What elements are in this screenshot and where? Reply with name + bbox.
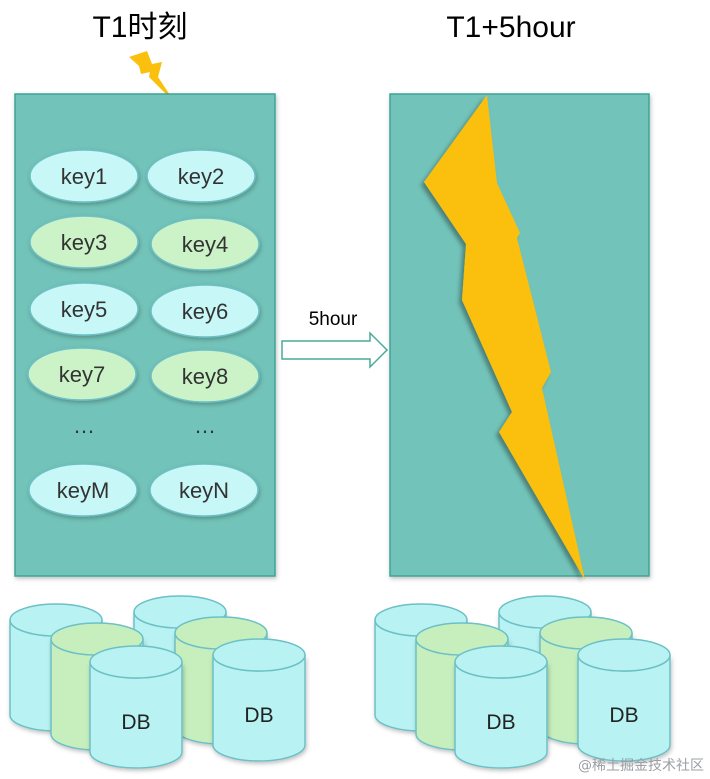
db-label: DB: [609, 704, 638, 727]
key-label: key6: [182, 299, 228, 324]
key-ellipse: [29, 149, 139, 203]
key-label: key3: [61, 230, 107, 255]
key-label: key1: [61, 164, 107, 189]
db-clusters: DB DB DB DB: [9, 595, 671, 769]
db-cylinder: DB: [212, 638, 306, 762]
db-cylinder: DB: [577, 638, 671, 762]
key-ellipse: [29, 215, 139, 269]
key-node: key5: [29, 282, 139, 336]
big-lightning-icon: [424, 95, 585, 580]
db-label: DB: [244, 704, 273, 727]
db-top: [454, 645, 548, 679]
ellipsis-right: …: [194, 413, 216, 438]
key-label: key7: [59, 362, 105, 387]
key-node: key8: [150, 349, 260, 403]
key-label: key8: [182, 364, 228, 389]
key-ellipse: [150, 284, 260, 338]
key-node: key4: [150, 217, 260, 271]
key-label: key2: [178, 164, 224, 189]
db-top: [212, 638, 306, 672]
key-label: keyN: [179, 478, 229, 503]
key-node: key1: [29, 149, 139, 203]
key-node: key3: [29, 215, 139, 269]
arrow-label: 5hour: [309, 309, 358, 330]
left-title: T1时刻: [92, 11, 187, 44]
key-ellipse: [27, 347, 137, 401]
key-node: keyN: [149, 463, 259, 517]
time-arrow: [281, 331, 389, 369]
db-cluster: DB DB: [9, 595, 306, 769]
key-ellipse: [146, 149, 256, 203]
db-cylinder: DB: [89, 645, 183, 769]
key-node: key6: [150, 284, 260, 338]
ellipsis-left: …: [73, 413, 95, 438]
db-label: DB: [486, 711, 515, 734]
db-cluster: DB DB: [374, 595, 671, 769]
key-node: key2: [146, 149, 256, 203]
key-ellipse: [149, 463, 259, 517]
db-top: [89, 645, 183, 679]
keys-group: key1 key2 key3 key4 key5 key6 key7 key8 keyM keyN: [27, 149, 260, 517]
key-ellipse: [28, 463, 138, 517]
watermark: @稀土掘金技术社区: [578, 758, 704, 774]
db-cylinder: DB: [454, 645, 548, 769]
key-node: keyM: [28, 463, 138, 517]
key-label: key4: [182, 232, 228, 257]
db-top: [577, 638, 671, 672]
key-ellipse: [150, 217, 260, 271]
key-node: key7: [27, 347, 137, 401]
small-lightning-icon: [129, 51, 176, 104]
key-label: keyM: [57, 478, 110, 503]
key-ellipse: [29, 282, 139, 336]
db-label: DB: [121, 711, 150, 734]
key-label: key5: [61, 297, 107, 322]
key-ellipse: [150, 349, 260, 403]
right-title: T1+5hour: [446, 11, 575, 44]
